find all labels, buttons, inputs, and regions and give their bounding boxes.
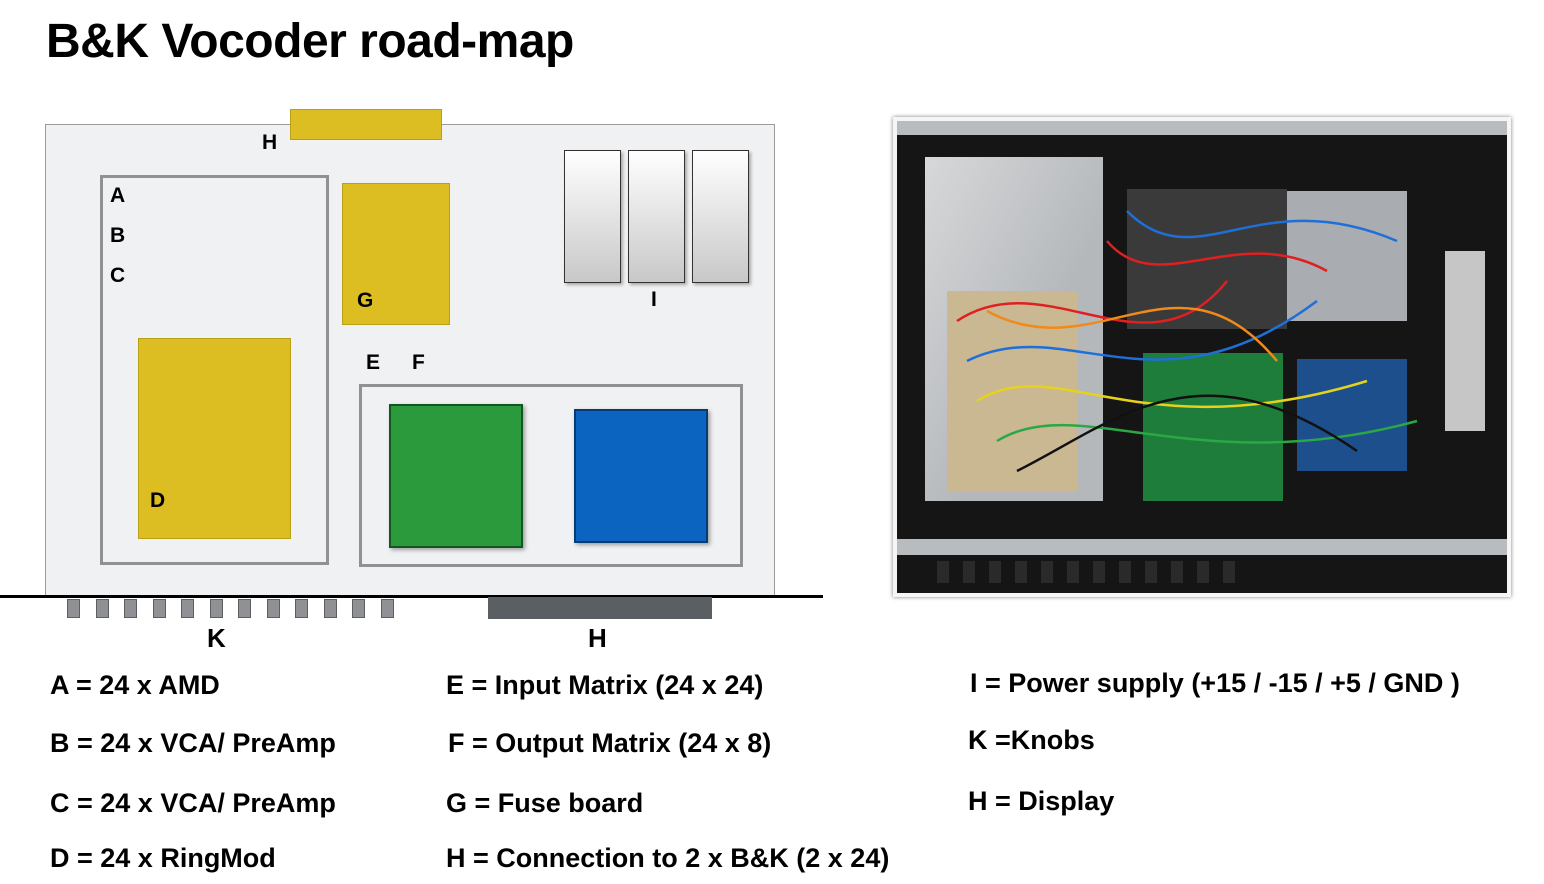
knob-icon bbox=[380, 599, 394, 618]
legend-h-connection: H = Connection to 2 x B&K (2 x 24) bbox=[446, 843, 890, 873]
knob-icon bbox=[181, 599, 194, 618]
legend-f: F = Output Matrix (24 x 8) bbox=[448, 728, 772, 758]
legend-g: G = Fuse board bbox=[446, 788, 644, 818]
amd-vca-group-outline bbox=[100, 175, 329, 565]
label-i: I bbox=[651, 288, 657, 311]
legend-b: B = 24 x VCA/ PreAmp bbox=[50, 728, 336, 758]
legend-e: E = Input Matrix (24 x 24) bbox=[446, 670, 764, 700]
label-a: A bbox=[110, 184, 126, 207]
knob-icon bbox=[323, 599, 337, 618]
connection-block bbox=[488, 597, 712, 619]
page-title: B&K Vocoder road-map bbox=[46, 15, 574, 68]
roadmap-diagram: H A B C D G I E F K H bbox=[0, 0, 830, 660]
knob-icon bbox=[67, 599, 80, 618]
output-matrix-block bbox=[574, 409, 708, 543]
knob-icon bbox=[152, 599, 166, 618]
legend-c: C = 24 x VCA/ PreAmp bbox=[50, 788, 336, 818]
knob-icon bbox=[238, 599, 251, 618]
power-supply-2 bbox=[628, 150, 685, 283]
power-supply-1 bbox=[564, 150, 621, 283]
legend-h-display: H = Display bbox=[968, 786, 1115, 816]
label-b: B bbox=[110, 224, 126, 247]
knob-icon bbox=[295, 599, 308, 618]
label-f: F bbox=[412, 351, 425, 374]
legend-k: K =Knobs bbox=[968, 725, 1095, 755]
label-e: E bbox=[366, 351, 381, 374]
ringmod-block bbox=[138, 338, 291, 539]
knob-icon bbox=[266, 599, 280, 618]
label-g: G bbox=[357, 289, 374, 312]
knob-icon bbox=[209, 599, 223, 618]
power-supply-3 bbox=[692, 150, 749, 283]
knob-icon bbox=[124, 599, 137, 618]
fuse-board-block bbox=[342, 183, 450, 325]
label-k: K bbox=[207, 623, 226, 653]
front-panel-line bbox=[0, 595, 823, 598]
label-c: C bbox=[110, 264, 126, 287]
knob-icon bbox=[95, 599, 109, 618]
label-h-connection: H bbox=[588, 623, 607, 653]
hardware-photo bbox=[893, 117, 1511, 597]
legend-a: A = 24 x AMD bbox=[50, 670, 220, 700]
display-block-top bbox=[290, 109, 442, 140]
input-matrix-block bbox=[389, 404, 523, 548]
matrix-group-outline bbox=[359, 384, 743, 567]
knob-icon bbox=[352, 599, 365, 618]
legend-i: I = Power supply (+15 / -15 / +5 / GND ) bbox=[970, 668, 1460, 698]
label-h-display: H bbox=[262, 131, 278, 154]
legend-d: D = 24 x RingMod bbox=[50, 843, 276, 873]
hardware-photo-illustration bbox=[897, 121, 1507, 593]
label-d: D bbox=[150, 489, 166, 512]
